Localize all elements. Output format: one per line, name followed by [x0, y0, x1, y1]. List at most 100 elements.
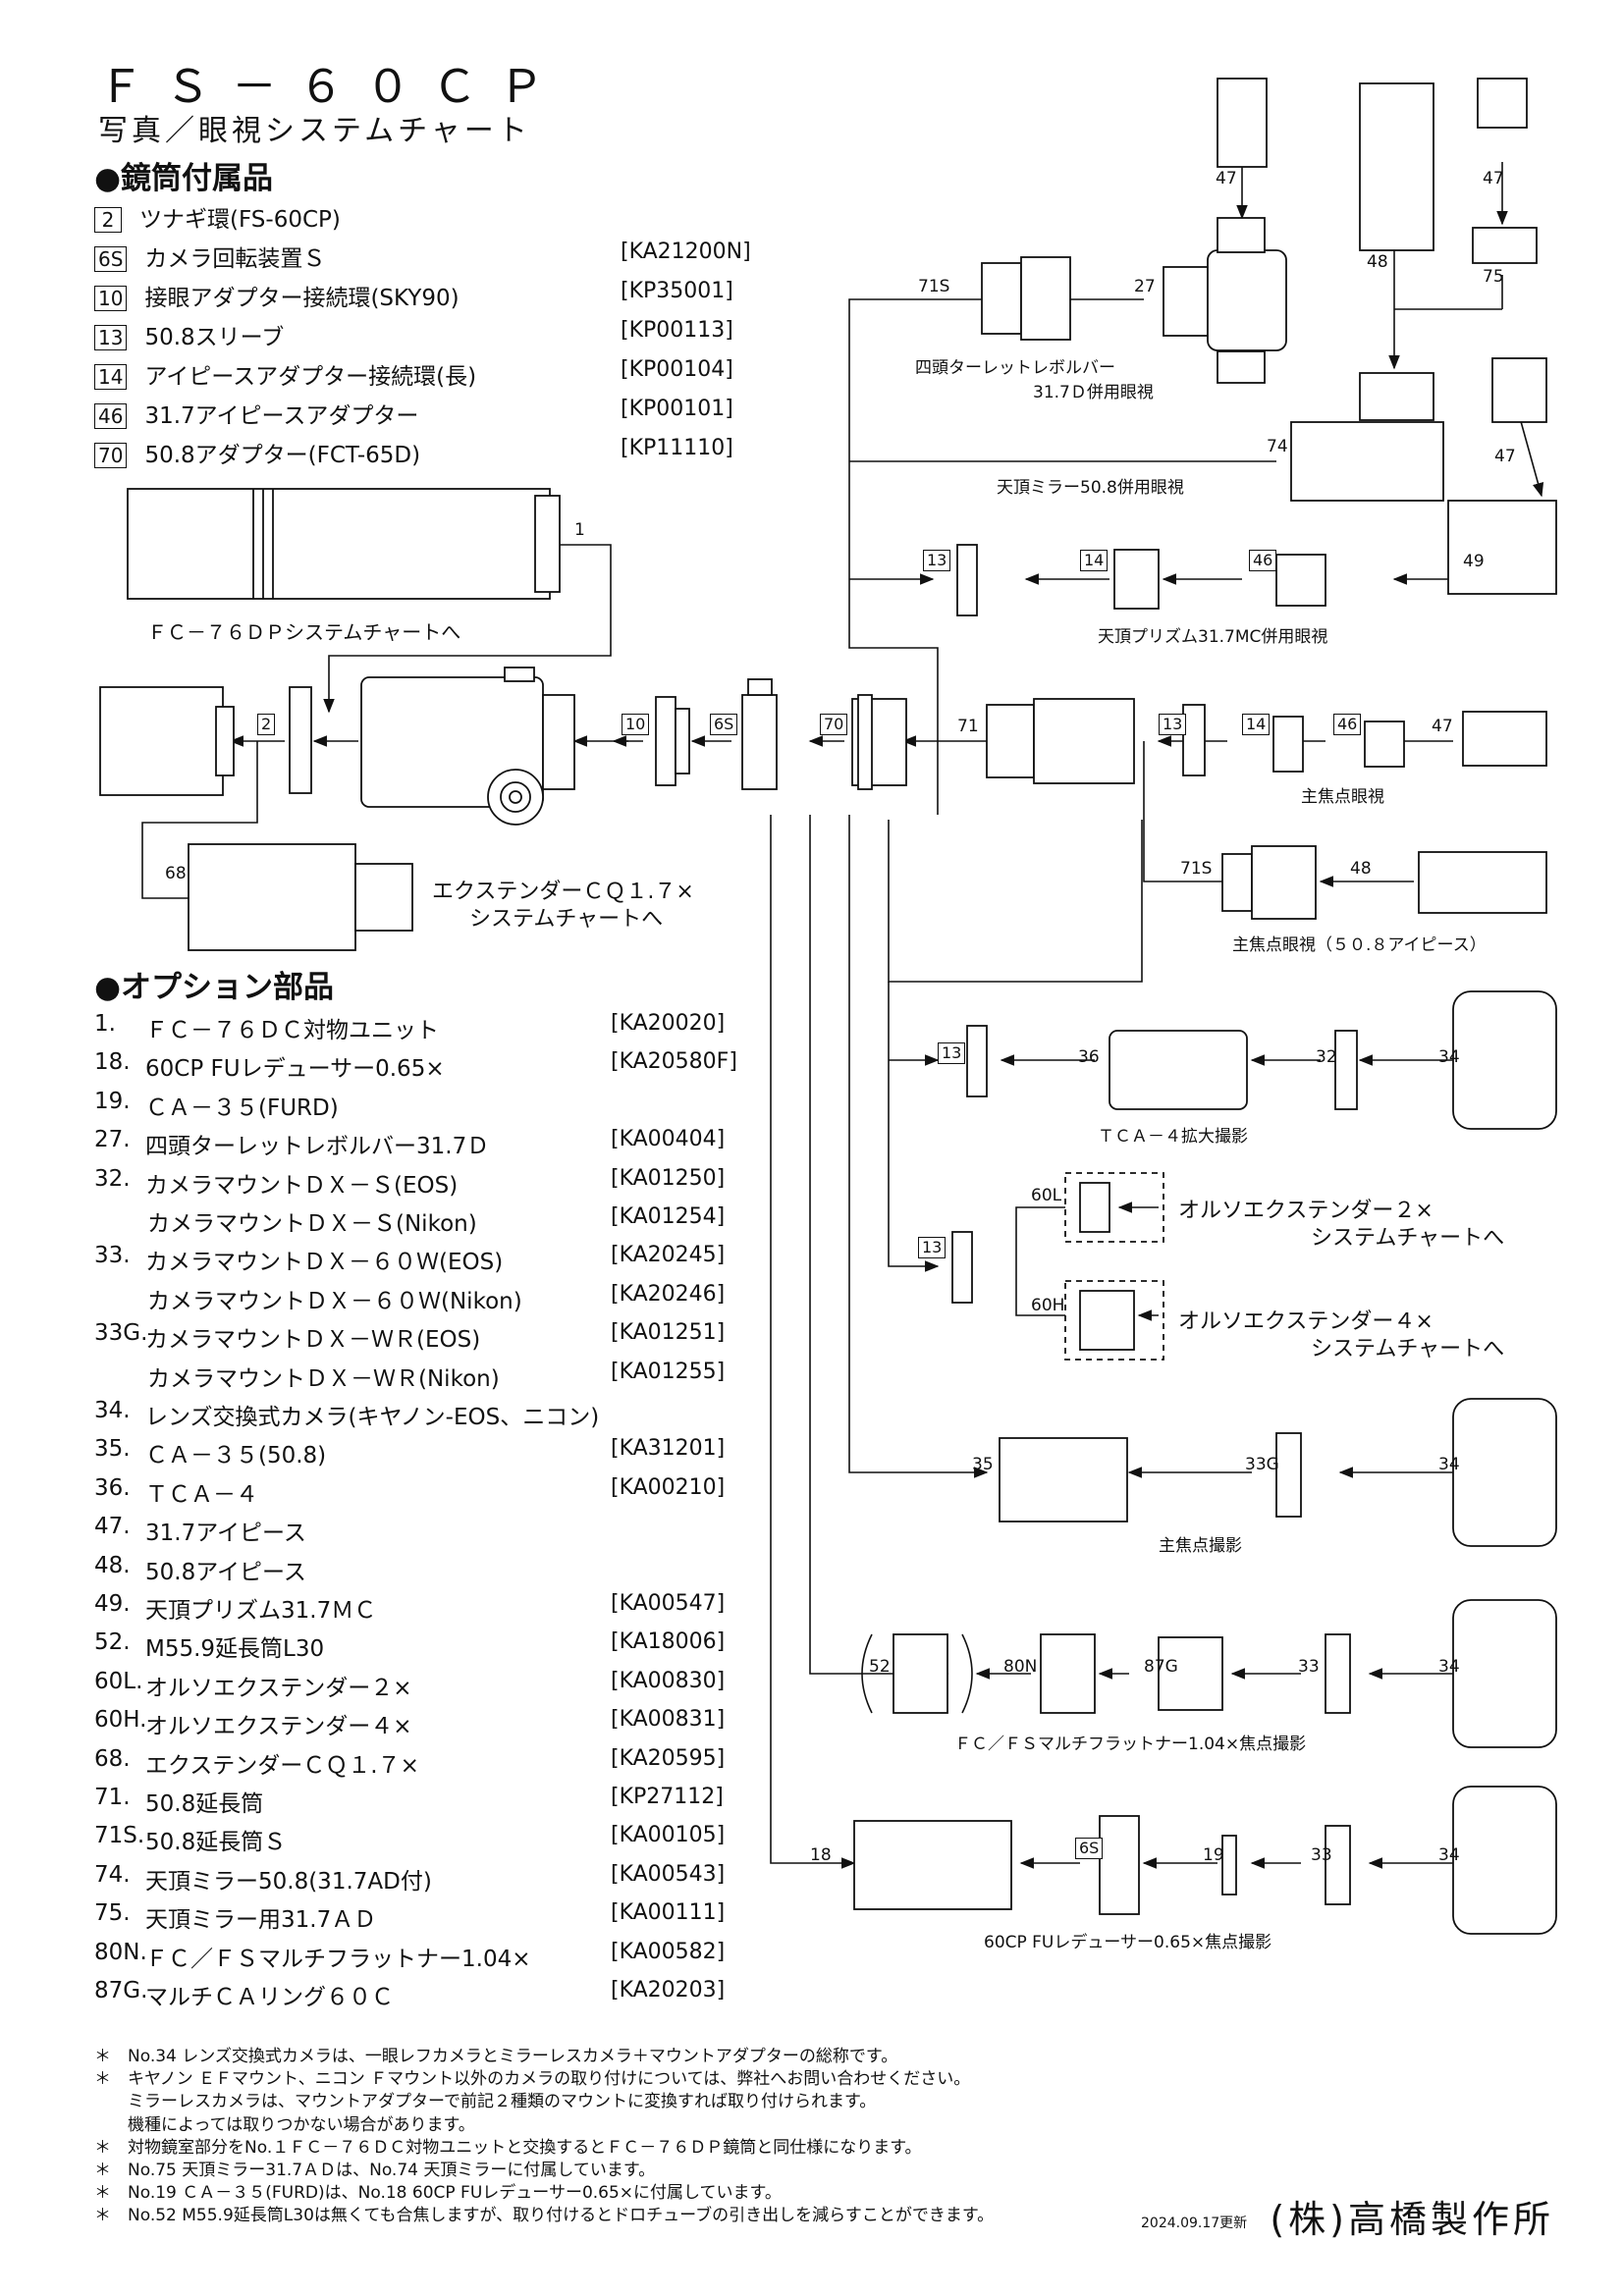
note-line: ＊ No.52 M55.9延長筒L30は無くても合焦しますが、取り付けるとドロチ… — [94, 2206, 995, 2226]
options-heading: ●オプション部品 — [94, 970, 335, 1005]
note-line: ＊ No.19 ＣＡ－３５(FURD)は、No.18 60CP FUレデューサー… — [94, 2183, 782, 2204]
option-number: 71. — [94, 1785, 131, 1810]
option-name: M55.9延長筒L30 — [145, 1636, 325, 1663]
part-label-47: 47 — [1494, 447, 1516, 466]
option-number: 60L. — [94, 1668, 143, 1694]
part-label-19: 19 — [1203, 1845, 1224, 1865]
flow-line — [848, 815, 989, 1478]
option-number: 75. — [94, 1900, 131, 1927]
ortho-60l — [1079, 1182, 1110, 1233]
option-number: 19. — [94, 1088, 131, 1114]
flow-line — [141, 741, 258, 899]
option-number: 52. — [94, 1629, 131, 1656]
part-label-60h: 60H — [1031, 1296, 1065, 1315]
company-name: (株)高橋製作所 — [1270, 2198, 1554, 2241]
cap-ortho2: システムチャートへ — [1311, 1226, 1505, 1251]
part-label-75: 75 — [1483, 267, 1504, 287]
reducer-18 — [853, 1820, 1012, 1910]
part-label-13: 13 — [923, 550, 951, 571]
note-line: ＊ No.34 レンズ交換式カメラは、一眼レフカメラとミラーレスカメラ＋マウント… — [94, 2047, 898, 2066]
option-code: [KA00830] — [611, 1668, 726, 1693]
part-label-70: 70 — [820, 714, 848, 735]
accessory-number: 13 — [94, 325, 128, 350]
part-label-1: 1 — [574, 520, 585, 540]
ring-14-prism — [1113, 549, 1160, 610]
cap-tca: ＴＣＡ－４拡大撮影 — [1098, 1127, 1248, 1147]
option-code: [KA01254] — [611, 1204, 726, 1229]
prism-49 — [1447, 500, 1557, 595]
option-code: [KA00105] — [611, 1823, 726, 1848]
option-name: 50.8延長筒Ｓ — [145, 1830, 287, 1856]
part-label-48: 48 — [1350, 859, 1372, 879]
accessory-name: 50.8アダプター(FCT-65D) — [144, 443, 421, 468]
cap-prime-photo: 主焦点撮影 — [1159, 1536, 1242, 1556]
part-label-13: 13 — [938, 1042, 966, 1064]
option-name: カメラマウントＤＸ－６０Ｗ(EOS) — [145, 1250, 504, 1276]
option-name: 天頂プリズム31.7ＭＣ — [145, 1598, 377, 1624]
option-name: オルソエクステンダー２× — [145, 1675, 412, 1701]
rotator-6s — [741, 694, 778, 790]
part-label-71s: 71S — [918, 277, 950, 296]
adapter-70 — [851, 698, 907, 786]
eyepiece-47-top — [1217, 78, 1268, 168]
optional-paren — [961, 1633, 973, 1714]
fc76dp-tube — [127, 488, 551, 600]
part-label-10: 10 — [622, 714, 650, 735]
accessory-number: 2 — [94, 207, 122, 233]
eyepiece-47-mirror — [1477, 78, 1528, 129]
option-code: [KA00111] — [611, 1900, 726, 1926]
part-label-80n: 80N — [1003, 1657, 1038, 1677]
part-label-33g: 33G — [1245, 1455, 1279, 1474]
ring-14 — [1272, 716, 1304, 773]
option-name: カメラマウントＤＸ－ＷＲ(EOS) — [145, 1327, 481, 1354]
cap-ortho4: オルソエクステンダー４× — [1178, 1309, 1434, 1334]
option-code: [KA20595] — [611, 1745, 726, 1771]
cap-turret: 四頭ターレットレボルバー — [915, 358, 1115, 378]
note-line: 機種によっては取りつかない場合があります。 — [94, 2114, 475, 2135]
part-label-47: 47 — [1216, 169, 1237, 188]
ring-10 — [655, 696, 676, 786]
camera-34 — [1452, 1599, 1557, 1748]
accessory-code: [KP35001] — [621, 279, 733, 303]
option-code: [KA31201] — [611, 1436, 726, 1462]
adapter-ring-2 — [289, 686, 312, 794]
option-name: 50.8延長筒 — [145, 1791, 264, 1817]
option-name: エクステンダーＣＱ１.７× — [145, 1752, 419, 1779]
option-number: 80N. — [94, 1939, 147, 1965]
part-label-49: 49 — [1463, 552, 1485, 571]
option-name: カメラマウントＤＸ－Ｓ(EOS) — [145, 1172, 459, 1199]
option-number: 33. — [94, 1243, 131, 1269]
flow-line — [770, 815, 856, 1869]
page-subtitle: 写真／眼視システムチャート — [98, 114, 531, 148]
ca35-508 — [999, 1437, 1128, 1522]
camera-34 — [1452, 1786, 1557, 1935]
accessory-code: [KP00101] — [621, 397, 733, 421]
updated-date: 2024.09.17更新 — [1141, 2216, 1248, 2231]
option-name: ＣＡ－３５(FURD) — [145, 1095, 339, 1121]
option-code: [KA18006] — [611, 1629, 726, 1655]
part-label-27: 27 — [1134, 277, 1156, 296]
option-name: カメラマウントＤＸ－６０Ｗ(Nikon) — [147, 1288, 522, 1314]
eyepiece-48 — [1418, 851, 1547, 914]
option-code: [KA00582] — [611, 1939, 726, 1964]
flow-line — [888, 982, 940, 1272]
part-label-47: 47 — [1432, 717, 1453, 736]
part-label-74: 74 — [1267, 437, 1288, 456]
flow-line — [1015, 1206, 1065, 1266]
option-number: 34. — [94, 1398, 131, 1423]
ortho-60h-frame — [1064, 1280, 1164, 1361]
option-code: [KA00543] — [611, 1861, 726, 1887]
option-name: ＣＡ－３５(50.8) — [145, 1443, 327, 1469]
option-name: ＦＣ－７６ＤＣ対物ユニット — [145, 1018, 439, 1043]
option-number: 36. — [94, 1474, 131, 1501]
cap-prism: 天頂プリズム31.7MC併用眼視 — [1098, 627, 1328, 647]
option-code: [KA00404] — [611, 1127, 726, 1152]
option-number: 60H. — [94, 1707, 147, 1734]
accessory-name: アイピースアダプター接続環(長) — [144, 364, 477, 390]
mount-33g — [1275, 1432, 1302, 1518]
note-line: ミラーレスカメラは、マウントアダプターで前記２種類のマウントに変換すれば取り付け… — [94, 2092, 877, 2112]
